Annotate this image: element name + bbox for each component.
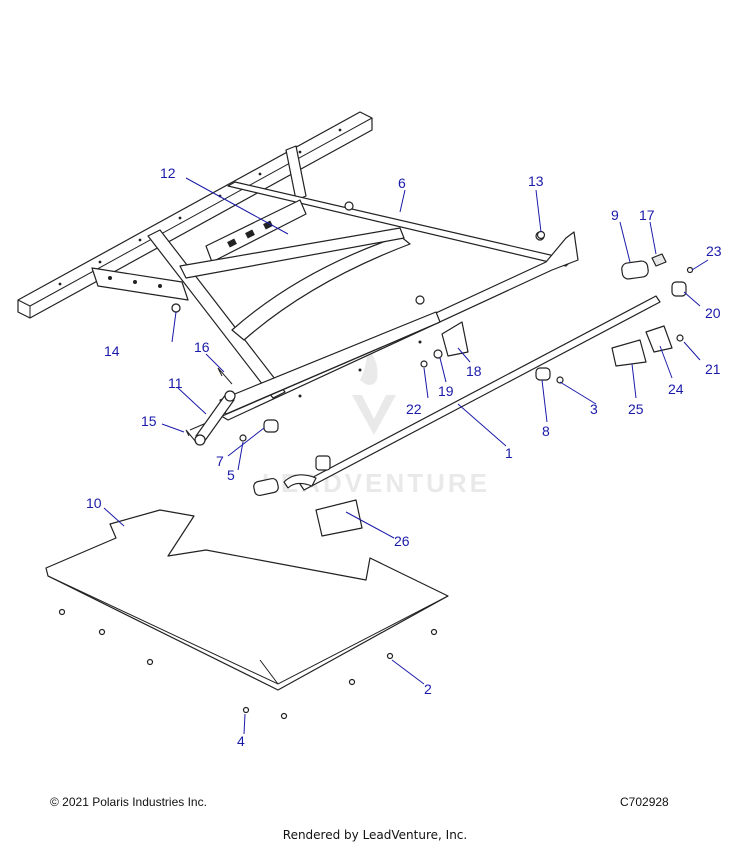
callout-14: 14 bbox=[104, 343, 120, 359]
skid-plate bbox=[45, 509, 449, 691]
bolt-part-21 bbox=[676, 334, 684, 342]
callout-20: 20 bbox=[705, 305, 721, 321]
pin-part-16 bbox=[217, 367, 233, 385]
bolt-part-5 bbox=[239, 434, 247, 442]
skid-plate-bolts bbox=[58, 608, 438, 720]
bolt-part-3 bbox=[556, 376, 564, 384]
nut-part-14 bbox=[171, 303, 181, 313]
callout-13: 13 bbox=[528, 173, 544, 189]
diagram-code: C702928 bbox=[620, 795, 669, 809]
callout-6: 6 bbox=[398, 175, 406, 191]
callout-18: 18 bbox=[466, 363, 482, 379]
mount-part-18 bbox=[441, 321, 469, 357]
nut-part-19 bbox=[433, 349, 443, 359]
bracket-part-26 bbox=[315, 499, 363, 537]
callout-3: 3 bbox=[590, 401, 598, 417]
bracket-part-25 bbox=[611, 339, 647, 367]
callout-5: 5 bbox=[227, 467, 235, 483]
callout-7: 7 bbox=[216, 453, 224, 469]
callout-25: 25 bbox=[628, 401, 644, 417]
callout-1: 1 bbox=[505, 445, 513, 461]
copyright-text: © 2021 Polaris Industries Inc. bbox=[50, 795, 207, 809]
pin-part-15 bbox=[185, 429, 197, 443]
callout-26: 26 bbox=[394, 533, 410, 549]
bushing-part-8 bbox=[535, 367, 551, 381]
callout-24: 24 bbox=[668, 381, 684, 397]
torsion-rod bbox=[283, 295, 661, 491]
frame-assembly bbox=[17, 111, 579, 431]
callout-4: 4 bbox=[237, 733, 245, 749]
rendered-by-text: Rendered by LeadVenture, Inc. bbox=[282, 828, 468, 842]
cylinder-part-11 bbox=[194, 390, 236, 446]
callout-19: 19 bbox=[438, 383, 454, 399]
bushing-part-9 bbox=[621, 260, 649, 280]
callout-9: 9 bbox=[611, 207, 619, 223]
callouts: 12 6 13 9 17 23 20 21 24 25 3 8 18 19 22… bbox=[86, 165, 722, 749]
callout-17: 17 bbox=[639, 207, 655, 223]
callout-10: 10 bbox=[86, 495, 102, 511]
leader-lines bbox=[103, 177, 709, 735]
bushing-part-7 bbox=[263, 419, 279, 433]
callout-21: 21 bbox=[705, 361, 721, 377]
callout-11: 11 bbox=[168, 375, 183, 391]
clamp-part-17 bbox=[651, 253, 667, 267]
callout-23: 23 bbox=[706, 243, 722, 259]
callout-12: 12 bbox=[160, 165, 176, 181]
bolt-part-22 bbox=[420, 360, 428, 368]
nut-part-13 bbox=[536, 230, 546, 240]
callout-16: 16 bbox=[194, 339, 210, 355]
callout-8: 8 bbox=[542, 423, 550, 439]
bushing-part-20 bbox=[671, 281, 687, 297]
bracket-part-24 bbox=[645, 325, 673, 353]
bushing-left-rod bbox=[253, 477, 279, 497]
callout-15: 15 bbox=[141, 413, 157, 429]
nut-part-23 bbox=[686, 266, 694, 274]
clamp-upper-left bbox=[315, 455, 331, 471]
callout-2: 2 bbox=[424, 681, 432, 697]
callout-22: 22 bbox=[406, 401, 422, 417]
